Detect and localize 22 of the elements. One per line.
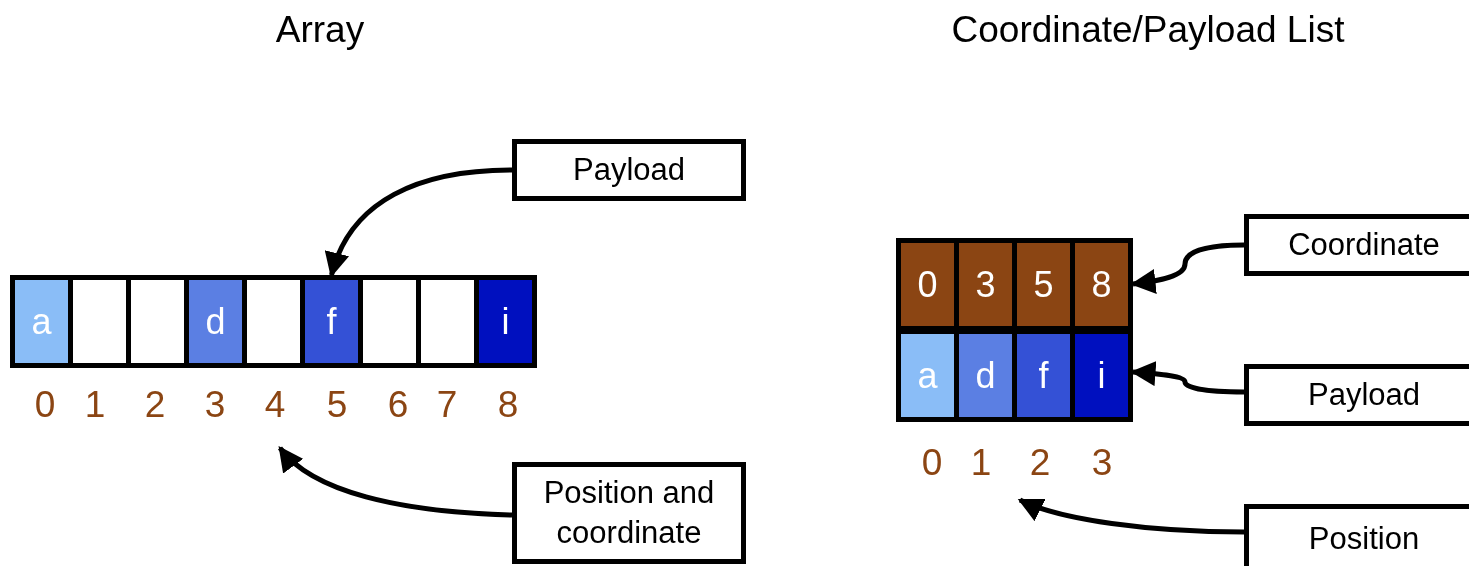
callout-box: Payload xyxy=(512,139,746,201)
callout-box: Payload xyxy=(1244,364,1469,426)
index-number: 0 xyxy=(34,384,56,426)
title: Coordinate/Payload List xyxy=(951,9,1345,51)
index-number: 3 xyxy=(1091,442,1113,484)
index-number: 3 xyxy=(204,384,226,426)
arrow xyxy=(1017,497,1245,535)
index-number: 6 xyxy=(387,384,409,426)
index-number: 2 xyxy=(144,384,166,426)
index-number: 7 xyxy=(436,384,458,426)
index-number: 0 xyxy=(921,442,943,484)
callout-box: Position xyxy=(1244,504,1469,566)
index-number: 4 xyxy=(264,384,286,426)
callout-box: Position and coordinate xyxy=(512,462,746,564)
index-number: 1 xyxy=(970,442,992,484)
callout-box: Coordinate xyxy=(1244,214,1469,276)
index-number: 5 xyxy=(326,384,348,426)
arrow xyxy=(278,446,513,518)
index-number: 1 xyxy=(84,384,106,426)
title: Array xyxy=(275,9,365,51)
index-number: 2 xyxy=(1029,442,1051,484)
index-number: 8 xyxy=(497,384,519,426)
